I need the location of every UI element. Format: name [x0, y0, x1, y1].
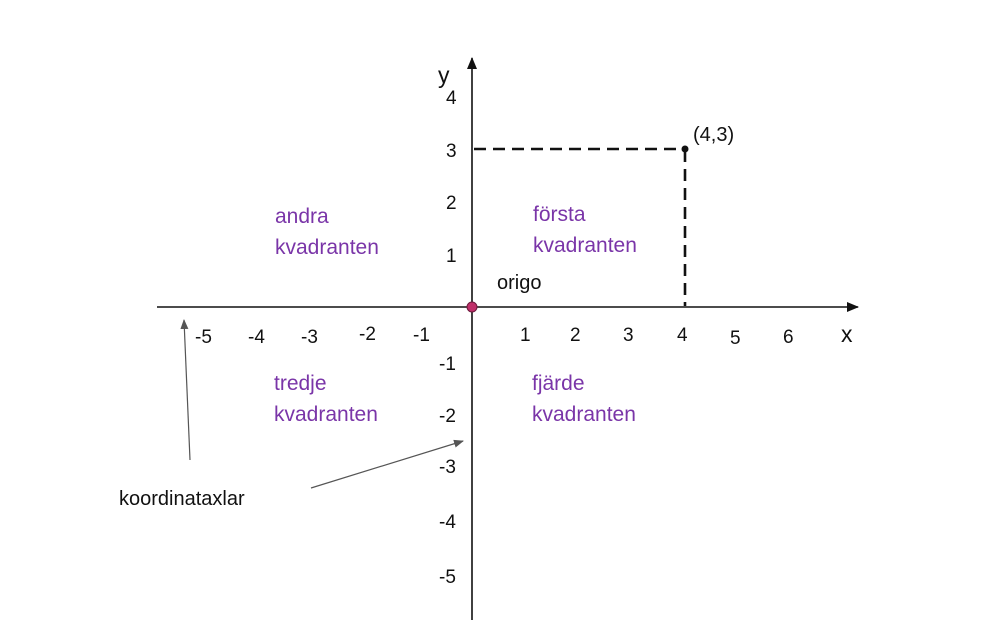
- x-tick-label: 5: [730, 328, 741, 349]
- quadrant-fourth-label: fjärde kvadranten: [532, 372, 636, 426]
- y-tick-label: 2: [446, 193, 457, 214]
- origin-label: origo: [497, 272, 541, 294]
- origin-marker: [466, 301, 478, 313]
- y-tick-label: 1: [446, 246, 457, 267]
- x-tick-label: 1: [520, 325, 531, 346]
- y-tick-label: -4: [439, 512, 456, 533]
- x-tick-labels: -5 -4 -3 -2 -1 1 2 3 4 5 6: [195, 324, 794, 349]
- y-tick-label: -1: [439, 354, 456, 375]
- x-tick-label: 4: [677, 325, 688, 346]
- y-axis-name: y: [438, 62, 450, 88]
- y-tick-label: 4: [446, 88, 457, 109]
- x-tick-label: 6: [783, 327, 794, 348]
- quadrant-fourth-line1: fjärde: [532, 372, 585, 395]
- quadrant-first-line2: kvadranten: [533, 234, 637, 257]
- x-tick-label: -3: [301, 327, 318, 348]
- quadrant-second-line1: andra: [275, 205, 329, 228]
- y-tick-label: -2: [439, 406, 456, 427]
- quadrant-second-line2: kvadranten: [275, 236, 379, 259]
- y-tick-label: -5: [439, 567, 456, 588]
- quadrant-first-label: första kvadranten: [533, 203, 637, 257]
- y-tick-label: 3: [446, 141, 457, 162]
- quadrant-fourth-line2: kvadranten: [532, 403, 636, 426]
- x-tick-label: -2: [359, 324, 376, 345]
- quadrant-third-label: tredje kvadranten: [274, 372, 378, 426]
- y-tick-label: -3: [439, 457, 456, 478]
- x-tick-label: -4: [248, 327, 265, 348]
- x-tick-label: 3: [623, 325, 634, 346]
- callout-arrow-to-y-axis: [310, 439, 464, 489]
- point-4-3: [681, 145, 689, 153]
- y-tick-labels: 4 3 2 1 -1 -2 -3 -4 -5: [439, 88, 457, 588]
- callout-label: koordinataxlar: [119, 488, 245, 510]
- x-tick-label: 2: [570, 325, 581, 346]
- x-tick-label: -5: [195, 327, 212, 348]
- quadrant-first-line1: första: [533, 203, 586, 226]
- x-axis-name: x: [841, 321, 853, 347]
- point-label: (4,3): [693, 124, 734, 146]
- quadrant-second-label: andra kvadranten: [275, 205, 379, 259]
- quadrant-third-line1: tredje: [274, 372, 327, 395]
- callout-arrow-to-x-axis: [180, 319, 191, 461]
- x-tick-label: -1: [413, 325, 430, 346]
- quadrant-third-line2: kvadranten: [274, 403, 378, 426]
